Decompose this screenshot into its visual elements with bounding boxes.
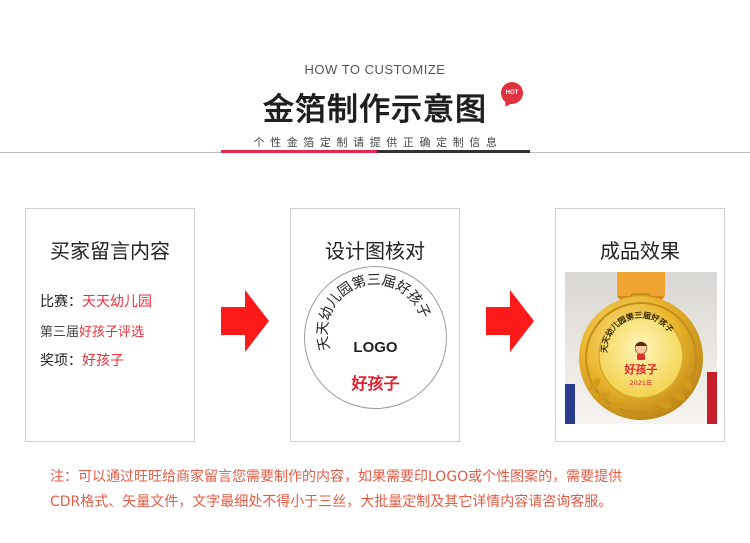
note-line-2: CDR格式、矢量文件，文字最细处不得小于三丝，大批量定制及其它详情内容请咨询客服… [50,494,613,510]
proof-logo-text: LOGO [353,339,398,356]
edition-value: 好孩子评选 [79,325,145,340]
finished-product-title: 成品效果 [600,239,680,263]
page-title: 金箔制作示意图 [263,92,487,128]
medal-image: 天天幼儿园第三届好孩子 好孩子 2021年 [565,272,717,424]
competition-value: 天天幼儿园 [82,294,152,310]
proof-arc: 天天幼儿园第三届好孩子 [315,272,433,352]
buyer-message-title: 买家留言内容 [50,239,170,263]
proof-award-text: 好孩子 [351,374,400,393]
medal-award-text: 好孩子 [624,362,658,376]
arrow-right-icon [486,290,534,352]
buyer-message-card: 买家留言内容 比赛：天天幼儿园 第三届好孩子评选 奖项：好孩子 [25,208,195,442]
instruction-hint: 个性金箔定制请提供正确定制信息 [253,136,503,149]
award-label: 奖项： [40,353,82,369]
arrow-right-icon [221,290,269,352]
design-proof-card: 设计图核对 天天幼儿园第三届好孩子 LOGO 好孩子 [290,208,460,442]
subtitle-en: HOW TO CUSTOMIZE [304,62,446,77]
finished-product-card: 成品效果 [555,208,725,442]
divider-accent-red [221,150,377,153]
note-line-1: 注：可以通过旺旺给商家留言您需要制作的内容，如果需要印LOGO或个性图案的，需要… [50,469,623,485]
edition-line: 第三届好孩子评选 [40,321,144,340]
medal-year-text: 2021年 [629,378,653,387]
divider-accent-dark [377,150,530,153]
medal-photo: 天天幼儿园第三届好孩子 好孩子 2021年 [565,272,717,424]
competition-label: 比赛： [40,294,82,310]
hot-badge: HOT [501,82,523,104]
competition-line: 比赛：天天幼儿园 [40,291,152,311]
edition-label: 第三届 [40,325,80,340]
award-value: 好孩子 [82,353,124,369]
award-line: 奖项：好孩子 [40,350,124,370]
design-proof-title: 设计图核对 [325,239,425,263]
proof-circle: 天天幼儿园第三届好孩子 LOGO 好孩子 [304,266,447,409]
